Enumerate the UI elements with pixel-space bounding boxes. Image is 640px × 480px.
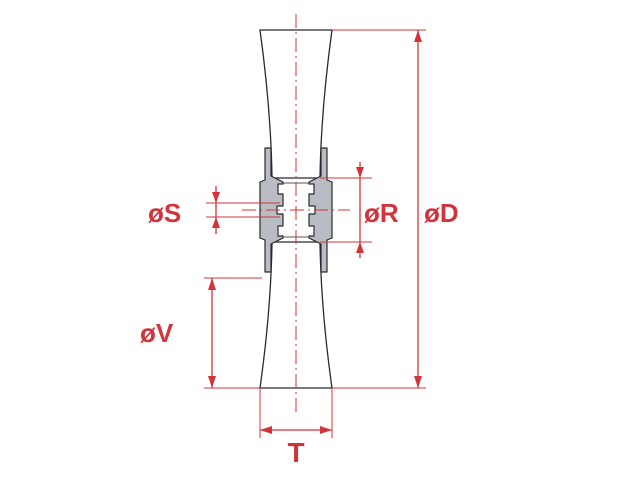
- d-arrow-bottom: [414, 376, 422, 388]
- t-arrow-right: [320, 426, 332, 434]
- dimension-t: T: [259, 388, 333, 468]
- v-arrow-bottom: [208, 376, 216, 388]
- r-arrow-bottom: [356, 242, 364, 253]
- label-t: T: [287, 437, 304, 468]
- dimension-d: øD: [332, 29, 459, 389]
- s-arrow-bottom: [212, 217, 220, 228]
- v-arrow-top: [208, 278, 216, 290]
- label-r: øR: [364, 198, 399, 228]
- dimension-v: øV: [140, 277, 262, 389]
- r-arrow-top: [356, 167, 364, 178]
- s-arrow-top: [212, 192, 220, 203]
- dimension-r: øR: [320, 162, 399, 258]
- t-arrow-left: [260, 426, 272, 434]
- d-arrow-top: [414, 30, 422, 42]
- label-d: øD: [424, 198, 459, 228]
- dimension-s: øS: [148, 186, 280, 234]
- label-s: øS: [148, 198, 181, 228]
- label-v: øV: [140, 318, 174, 348]
